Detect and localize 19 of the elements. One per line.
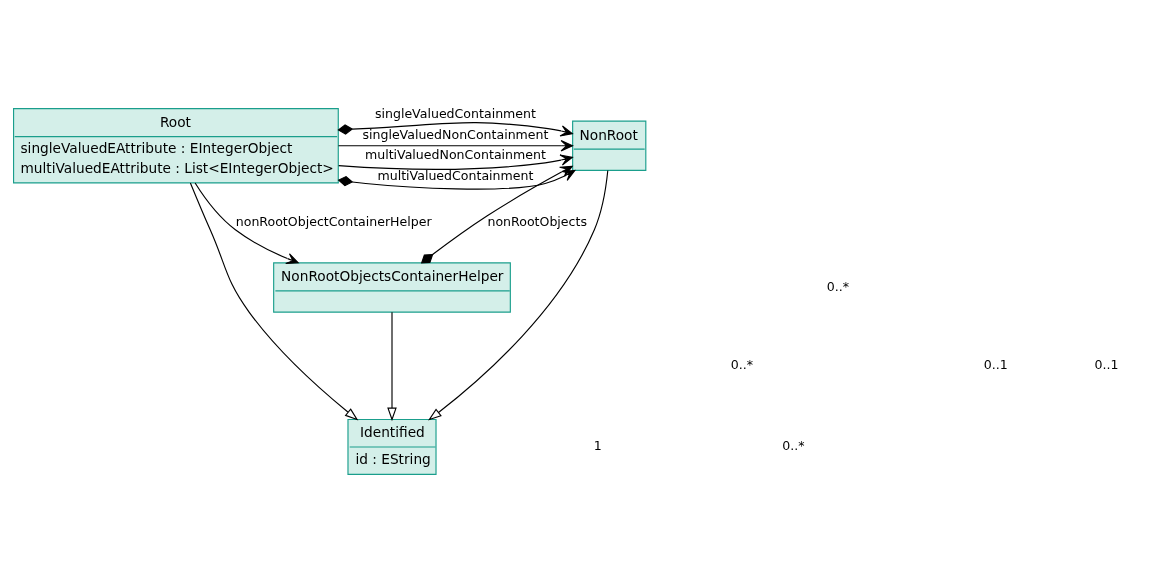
arrow — [338, 154, 573, 170]
edge-label: multiValuedNonContainment — [364, 147, 546, 163]
arrow — [337, 122, 573, 137]
label: 0..* — [730, 357, 753, 373]
arrow — [387, 311, 397, 422]
arrow — [420, 165, 573, 264]
edge-label: nonRootObjects — [487, 214, 587, 230]
label: 1 — [593, 438, 602, 454]
edge-label: singleValuedNonContainment — [362, 126, 549, 142]
edge-label: nonRootObjectContainerHelper — [235, 214, 432, 230]
arrow — [194, 182, 299, 264]
label: 0..1 — [1094, 357, 1119, 373]
edge-label: singleValuedContainment — [374, 106, 536, 122]
label: 0..1 — [983, 357, 1008, 373]
label: 0..* — [782, 438, 805, 454]
edge-label: multiValuedContainment — [377, 167, 534, 183]
arrow — [337, 140, 574, 152]
label: 0..* — [826, 278, 850, 294]
arrow — [189, 182, 359, 421]
